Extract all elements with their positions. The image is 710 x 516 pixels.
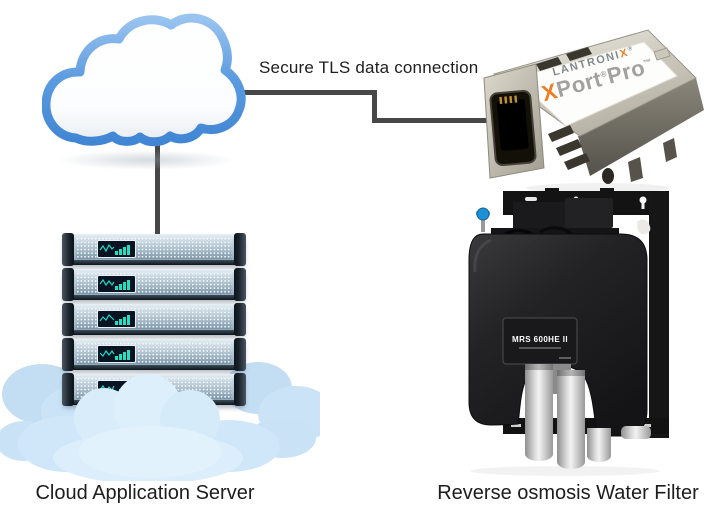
filter-top-cover (565, 198, 613, 228)
cloud-reflection (57, 150, 237, 170)
xport-side-face (578, 78, 704, 176)
server-unit-base (65, 260, 243, 265)
waveform-icon (99, 314, 115, 322)
server-handle-right (234, 268, 246, 301)
waveform-icon (99, 278, 115, 287)
xport-vent-slot (566, 47, 592, 61)
server-unit-base (65, 365, 243, 370)
xport-leg (602, 168, 614, 184)
server-activity-screen (97, 275, 136, 293)
server-handle-left (62, 303, 74, 336)
filter-model-subline (519, 347, 561, 349)
server-handle-left (62, 233, 74, 266)
server-handle-right (234, 373, 246, 406)
connector-cloud-to-xport-seg3 (372, 118, 496, 123)
xport-vent-slot (564, 153, 590, 170)
filter-cartridges (525, 364, 611, 469)
connection-label: Secure TLS data connection (259, 58, 479, 77)
xport-vent-slot (556, 139, 582, 156)
xport-vent-slot (548, 125, 574, 142)
xport-pin (628, 157, 643, 182)
cloud-shape (42, 13, 246, 147)
connector-cloud-to-xport-seg2 (372, 90, 377, 123)
caption-reverse-osmosis-water-filter: Reverse osmosis Water Filter (437, 482, 699, 504)
server-handle-right (234, 233, 246, 266)
filter-clip (637, 219, 651, 235)
server-unit-base (65, 330, 243, 335)
bottom-clouds-front (0, 374, 316, 481)
server-unit (62, 303, 246, 336)
server-stack (62, 233, 246, 409)
waveform-icon (99, 349, 115, 357)
water-filter-device (468, 188, 669, 476)
filter-top-cover (513, 202, 573, 234)
filter-foot (621, 426, 651, 439)
cloud-icon (42, 13, 246, 170)
xport-label-plate (514, 41, 678, 127)
filter-valve (476, 207, 490, 232)
server-handle-left (62, 268, 74, 301)
server-activity-screen (97, 345, 136, 363)
filter-model-text: MRS 600HE II (512, 335, 568, 344)
waveform-icon (99, 243, 115, 253)
server-activity-screen (97, 310, 136, 328)
connector-cloud-to-server (155, 138, 160, 244)
xport-label-hole (653, 47, 671, 61)
server-handle-right (234, 303, 246, 336)
xport-pin (663, 138, 677, 162)
server-activity-screen (97, 240, 136, 258)
xport-vent-slot (536, 57, 562, 71)
server-handle-left (62, 338, 74, 371)
server-unit (62, 233, 246, 266)
server-unit-base (65, 295, 243, 300)
server-unit (62, 268, 246, 301)
xport-device (483, 29, 704, 193)
server-unit (62, 338, 246, 371)
server-handle-left (62, 373, 74, 406)
caption-cloud-application-server: Cloud Application Server (35, 482, 255, 504)
filter-model-label: MRS 600HE II (504, 320, 576, 364)
connector-cloud-to-xport-seg1 (236, 90, 377, 95)
server-handle-right (234, 338, 246, 371)
filter-logo-mark (559, 357, 571, 359)
